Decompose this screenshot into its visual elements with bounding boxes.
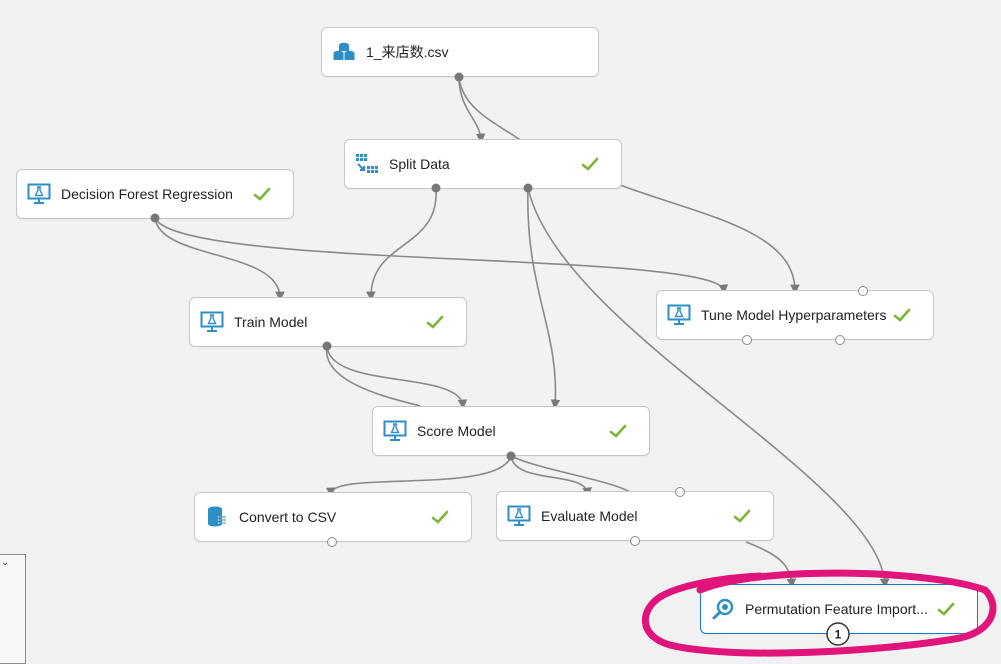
check-icon [937, 602, 955, 616]
module-decision-forest-regression[interactable]: Decision Forest Regression [16, 169, 294, 219]
dataset-icon [333, 42, 355, 60]
edge-score-convert[interactable] [325, 455, 512, 498]
check-icon [581, 157, 599, 171]
split-data-icon [356, 154, 378, 173]
module-label: Permutation Feature Import... [745, 601, 928, 617]
edge-dataset-split-2[interactable] [458, 76, 521, 141]
module-label: Evaluate Model [541, 508, 638, 524]
edge-split-tune[interactable] [619, 184, 800, 295]
edge-dataset-split[interactable] [458, 76, 486, 144]
model-icon [200, 311, 224, 332]
module-label: 1_来店数.csv [366, 44, 449, 60]
edge-score-evaluate[interactable] [510, 455, 592, 498]
check-icon [733, 509, 751, 523]
module-label: Convert to CSV [239, 509, 337, 525]
check-icon [893, 308, 911, 322]
model-icon [383, 420, 407, 441]
collapsed-side-panel[interactable]: ⌄ [0, 554, 26, 664]
edge-split-score[interactable] [527, 187, 561, 410]
model-icon [507, 505, 531, 526]
module-permutation-feature-importance[interactable]: Permutation Feature Import... [700, 584, 978, 634]
module-evaluate-model[interactable]: Evaluate Model [496, 491, 774, 541]
module-convert-to-csv[interactable]: Convert to CSV [194, 492, 472, 542]
edge-split-permutation[interactable] [527, 187, 890, 589]
check-icon [426, 315, 444, 329]
module-dataset[interactable]: 1_来店数.csv [321, 27, 599, 77]
module-train-model[interactable]: Train Model [189, 297, 467, 347]
model-icon [27, 183, 51, 204]
module-label: Decision Forest Regression [61, 186, 233, 202]
module-label: Split Data [389, 156, 450, 172]
edge-train-score-2[interactable] [326, 345, 421, 407]
model-icon [667, 304, 691, 325]
edge-split-train[interactable] [366, 187, 437, 302]
module-label: Tune Model Hyperparameters [701, 307, 887, 323]
edge-forest-train[interactable] [154, 217, 285, 302]
check-icon [609, 424, 627, 438]
edge-evaluate-permutation[interactable] [745, 541, 797, 589]
edge-train-score[interactable] [326, 345, 468, 410]
edge-forest-tune[interactable] [154, 217, 729, 295]
module-label: Score Model [417, 423, 496, 439]
chevron-down-icon[interactable]: ⌄ [1, 557, 10, 568]
check-icon [431, 510, 449, 524]
database-icon [208, 506, 227, 527]
check-icon [253, 187, 271, 201]
edge-score-evaluate-2[interactable] [510, 455, 631, 493]
module-score-model[interactable]: Score Model [372, 406, 650, 456]
module-tune-model-hyperparameters[interactable]: Tune Model Hyperparameters [656, 290, 934, 340]
module-label: Train Model [234, 314, 308, 330]
magnifier-icon [712, 598, 734, 620]
module-split-data[interactable]: Split Data [344, 139, 622, 189]
